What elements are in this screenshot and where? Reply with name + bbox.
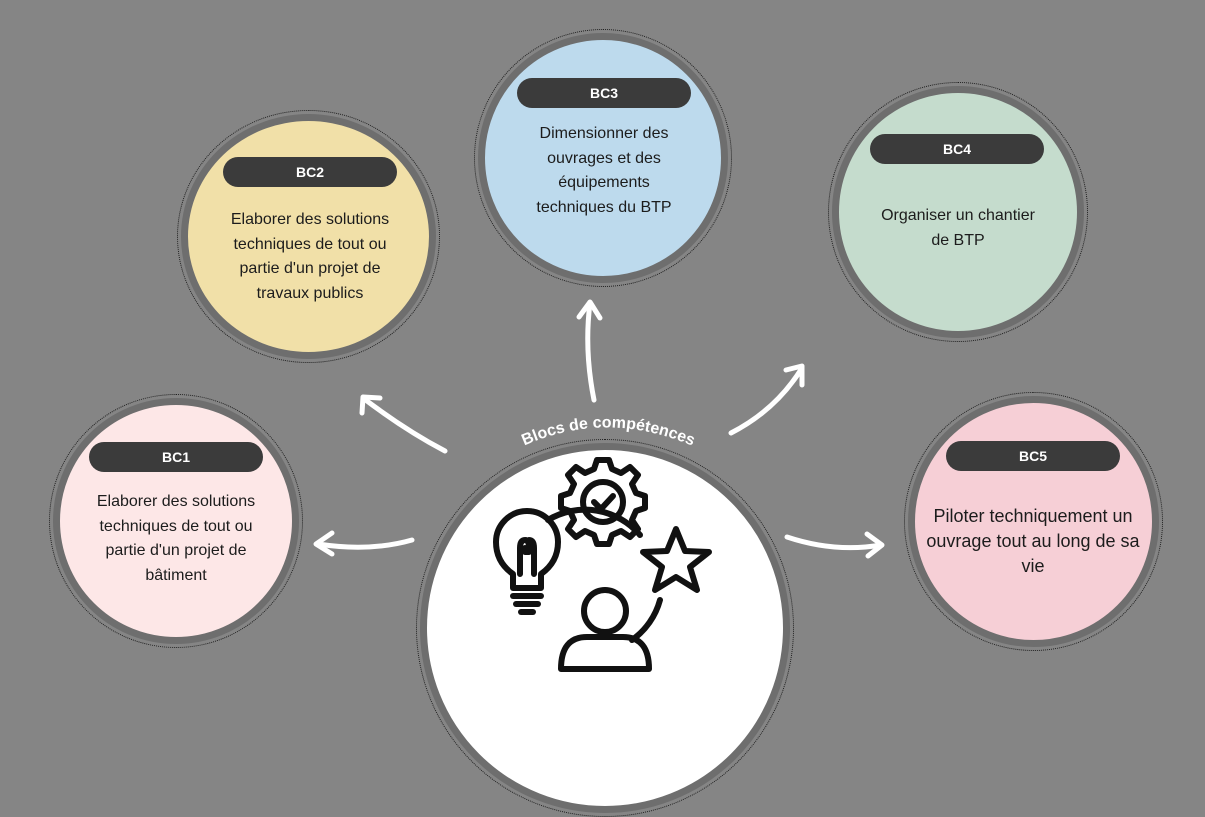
center-title: Blocs de compétences — [519, 414, 697, 449]
arrow-to-bc5 — [784, 534, 884, 551]
arrow-to-bc2 — [360, 395, 448, 454]
gear-check-icon — [558, 457, 648, 547]
arrow-to-bc4-head — [783, 363, 805, 388]
bc5-bubble — [904, 392, 1163, 651]
person-icon — [558, 587, 652, 672]
bc3-bubble — [474, 29, 732, 287]
bc4-bubble — [828, 82, 1088, 342]
lightbulb-icon — [493, 508, 561, 615]
bc5-pill: BC5 — [946, 441, 1120, 471]
arrow-to-bc5-head — [864, 531, 885, 559]
bc4-text: Organiser un chantier de BTP — [881, 207, 1035, 249]
arrows — [313, 299, 885, 559]
bc1-bubble — [49, 394, 303, 648]
bc3-text: Dimensionner des ouvrages et des équipem… — [536, 125, 672, 216]
bc3-pill: BC3 — [517, 78, 691, 108]
bc5-text: Piloter techniquement un ouvrage tout au… — [926, 506, 1140, 576]
star-icon — [640, 526, 712, 593]
bc1-text: Elaborer des solutions techniques de tou… — [96, 493, 256, 584]
bc2-text: Elaborer des solutions techniques de tou… — [230, 211, 390, 302]
arrow-to-bc2-head — [359, 394, 383, 416]
arrow-to-bc1-head — [313, 530, 335, 557]
arrow-to-bc3 — [585, 300, 597, 403]
bc2-bubble — [177, 110, 440, 363]
bc1-pill: BC1 — [89, 442, 263, 472]
cycle-arc — [545, 506, 643, 538]
center-graphics: Blocs de compétences — [493, 414, 712, 672]
bc2-pill: BC2 — [223, 157, 397, 187]
arrow-to-bc4 — [728, 365, 805, 436]
arrow-to-bc1 — [315, 537, 415, 550]
arrow-to-bc3-head — [576, 299, 603, 321]
bc4-pill: BC4 — [870, 134, 1044, 164]
